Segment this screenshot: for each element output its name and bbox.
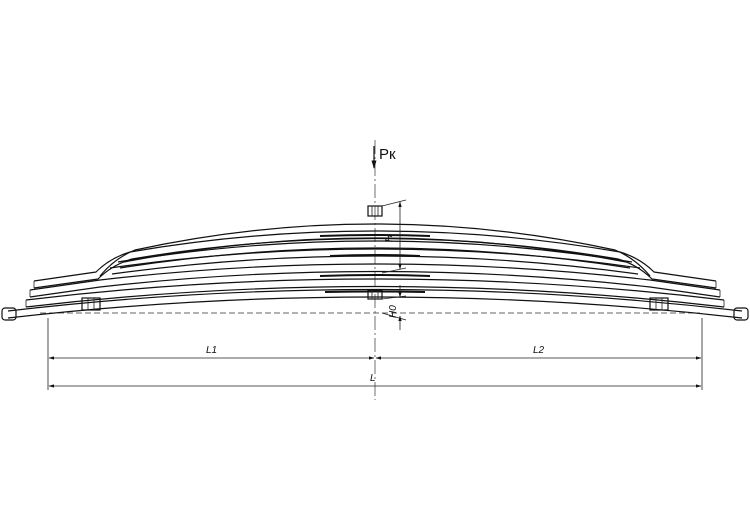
dim-l1-label: L1: [206, 345, 217, 356]
dim-l-label: L: [370, 373, 376, 384]
dim-h0-label: H0: [388, 305, 399, 318]
dim-h-label: H: [384, 234, 395, 242]
end-clips: [81, 297, 669, 311]
leaf-3: [29, 263, 721, 298]
leaf-6: [117, 240, 633, 269]
dim-l2-label: L2: [533, 345, 545, 356]
leaf-top: [99, 223, 651, 277]
height-dimension: [381, 199, 407, 274]
h0-dimension: [381, 285, 407, 330]
center-bolt: [367, 205, 383, 300]
load-label: Pк: [379, 146, 396, 163]
leaf-2: [25, 278, 725, 308]
leaf-separators: [319, 234, 431, 293]
